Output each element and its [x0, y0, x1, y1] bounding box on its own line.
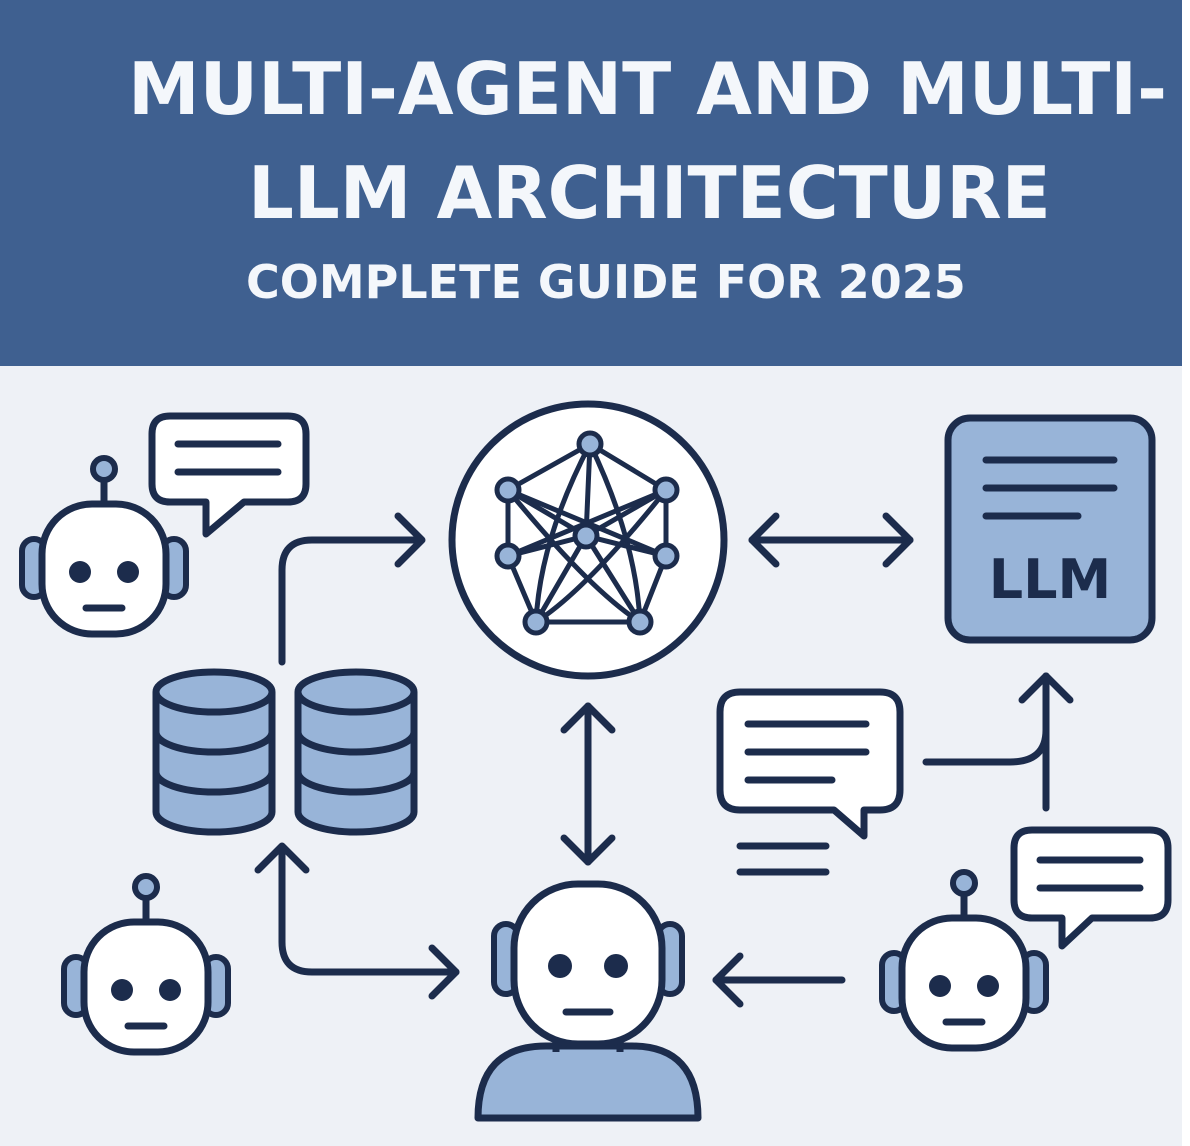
arrow-head-network-llm-left [748, 512, 780, 568]
arrow-head-network-agent-down [560, 834, 616, 866]
title-line-1: MULTI-AGENT AND MULTI- [128, 47, 1167, 131]
chat-bubble-icon-bottom-right [1010, 826, 1172, 950]
database-icon [156, 672, 272, 832]
arrow-head-robot-to-agent [712, 952, 744, 1008]
title-banner: MULTI-AGENT AND MULTI- LLM ARCHITECTURE … [0, 0, 1182, 366]
arrow-head-db-agent-right [428, 944, 460, 1000]
message-card-icon [716, 688, 904, 876]
arrow-head-db-to-network [394, 512, 426, 568]
subtitle: COMPLETE GUIDE FOR 2025 [246, 255, 966, 309]
llm-document-icon: LLM [944, 414, 1156, 644]
neural-network-icon [448, 400, 728, 680]
connection-arrows [254, 512, 1074, 1008]
user-avatar-icon [474, 880, 702, 1122]
database-icon-secondary [298, 672, 414, 832]
arrow-head-network-agent-up [560, 702, 616, 734]
chat-bubble-icon [148, 412, 310, 538]
arrow-head-db-agent-up [254, 842, 310, 874]
title-line-2: LLM ARCHITECTURE [248, 151, 1051, 235]
arrow-db-agent [278, 844, 460, 976]
arrow-head-to-llm [1018, 672, 1074, 704]
robot-icon-bottom-left [64, 876, 228, 1052]
arrow-db-to-network [278, 536, 424, 666]
arrow-head-network-llm-right [882, 512, 914, 568]
arrow-chat-to-llm [922, 672, 1050, 766]
llm-card-label: LLM [989, 548, 1112, 611]
